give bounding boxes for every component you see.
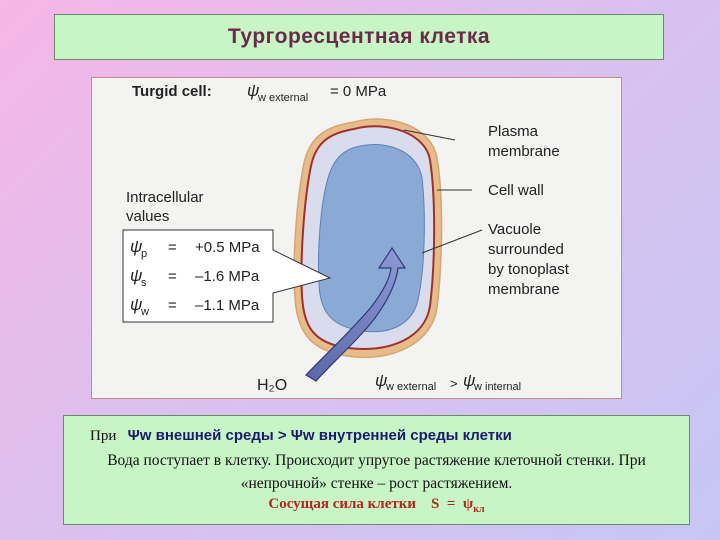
h2o-label: H₂O	[257, 377, 287, 394]
psi-p-symbol: ψ	[130, 237, 142, 256]
caption-pre: При	[90, 428, 117, 444]
slide-title: Тургоресцентная клетка	[227, 25, 491, 48]
value-row-p: ψ p = +0.5 MPa	[130, 237, 260, 260]
figure-svg: Turgid cell: ψ w external = 0 MPa Plasma…	[122, 81, 570, 394]
psi-p-eq: =	[168, 239, 177, 256]
plasma-leader	[403, 129, 456, 141]
values-callout	[122, 229, 332, 323]
label-vacuole-1: Vacuole	[488, 221, 541, 238]
label-plasma-1: Plasma	[488, 123, 539, 140]
value-row-w: ψ w = –1.1 MPa	[130, 295, 260, 318]
psi-p-value: +0.5 MPa	[195, 239, 260, 256]
label-plasma-2: membrane	[488, 143, 560, 160]
caption-condition: Ψw внешней среды > Ψw внутренней среды к…	[127, 427, 512, 444]
bottom-psi-2: ψ	[463, 371, 475, 390]
psi-s-symbol: ψ	[130, 266, 142, 285]
psi-s-eq: =	[168, 268, 177, 285]
water-arrow-icon	[305, 246, 407, 382]
psi-w-value: –1.1 MPa	[195, 297, 260, 314]
suction-force-label: Сосущая сила клетки	[268, 496, 417, 512]
psi-w-symbol: ψ	[130, 295, 142, 314]
intracellular-label-2: values	[126, 208, 169, 225]
psi-p-sub: p	[141, 248, 147, 260]
heading-psi: ψ	[247, 81, 259, 100]
figure-heading: Turgid cell:	[132, 83, 212, 100]
suction-force-sub: кл	[473, 504, 485, 515]
psi-s-value: –1.6 MPa	[195, 268, 260, 285]
psi-s-sub: s	[141, 277, 147, 289]
caption-line-3: Сосущая сила клетки S = ψкл	[64, 496, 689, 515]
bottom-sub-1: w external	[385, 381, 436, 393]
heading-value: = 0 MPa	[330, 83, 387, 100]
suction-force-formula: S = ψ	[431, 496, 474, 512]
caption-line-2: Вода поступает в клетку. Происходит упру…	[107, 452, 646, 492]
bottom-sub-2: w internal	[473, 381, 521, 393]
vacuole-shape	[317, 144, 425, 333]
bottom-gt: >	[450, 376, 458, 391]
psi-w-eq: =	[168, 297, 177, 314]
title-box: Тургоресцентная клетка	[54, 14, 664, 60]
turgid-cell-figure: Turgid cell: ψ w external = 0 MPa Plasma…	[91, 77, 622, 399]
label-vacuole-3: by tonoplast	[488, 261, 570, 278]
bottom-psi-1: ψ	[375, 371, 387, 390]
value-row-s: ψ s = –1.6 MPa	[130, 266, 260, 289]
psi-w-sub: w	[140, 306, 149, 318]
heading-sub: w external	[257, 92, 308, 104]
intracellular-label-1: Intracellular	[126, 189, 204, 206]
vacuole-leader	[421, 229, 483, 254]
plasma-membrane-line	[300, 125, 436, 350]
caption-box: При Ψw внешней среды > Ψw внутренней сре…	[63, 415, 690, 525]
label-cell-wall: Cell wall	[488, 182, 544, 199]
label-vacuole-4: membrane	[488, 281, 560, 298]
caption-line-1: При Ψw внешней среды > Ψw внутренней сре…	[90, 427, 512, 445]
label-vacuole-2: surrounded	[488, 241, 564, 258]
